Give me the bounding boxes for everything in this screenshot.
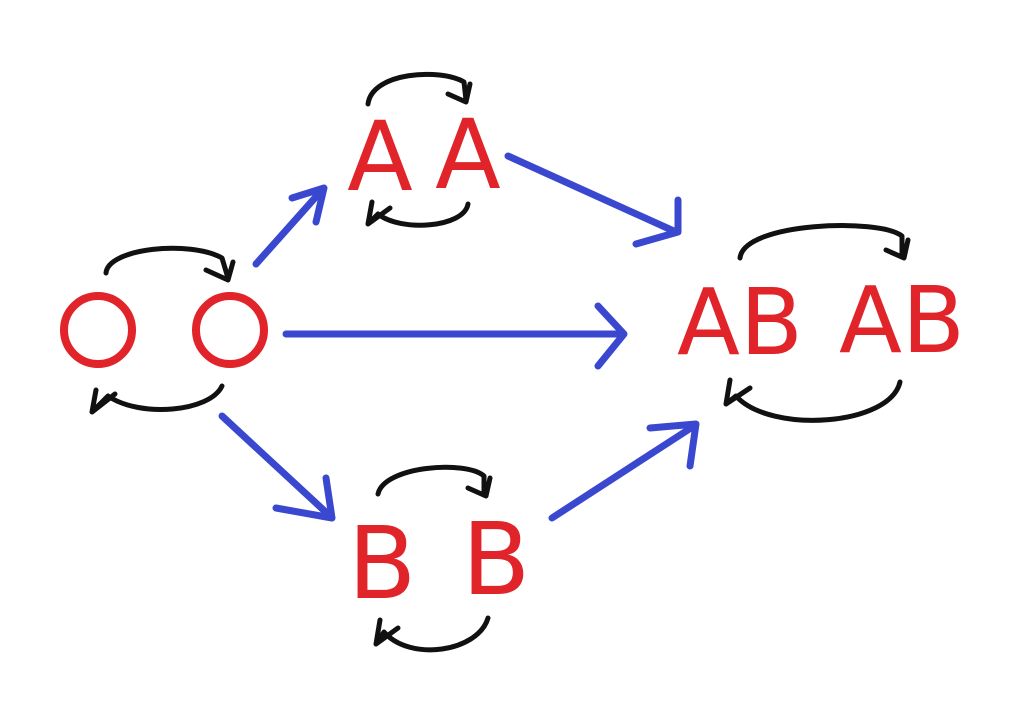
- node-aa-swap-top-arrow: [365, 71, 473, 107]
- node-oo-left-label: O: [98, 329, 99, 331]
- arrow-aa-to-abab: [504, 152, 682, 248]
- node-bb: B B: [348, 464, 531, 653]
- node-abab-right-label: AB: [839, 267, 965, 374]
- node-bb-right-label: B: [462, 501, 531, 618]
- node-oo: O O: [60, 245, 268, 415]
- node-oo-right-glyph: [192, 292, 268, 368]
- node-aa: A A: [347, 71, 501, 228]
- node-aa-swap-bottom-arrow: [365, 199, 471, 228]
- node-bb-swap-bottom-arrow: [373, 615, 491, 653]
- node-abab-swap-top-arrow: [737, 223, 911, 261]
- arrow-oo-to-abab: [282, 302, 628, 370]
- arrow-oo-to-aa: [252, 184, 328, 268]
- node-bb-swap-top-arrow: [375, 464, 493, 499]
- node-oo-right-label: O: [230, 329, 231, 331]
- node-abab: AB AB: [677, 223, 965, 423]
- flow-arrows: [218, 152, 700, 522]
- node-abab-swap-bottom-arrow: [723, 377, 903, 423]
- node-aa-right-label: A: [435, 99, 501, 211]
- arrow-bb-to-abab: [548, 420, 700, 522]
- node-aa-left-label: A: [347, 101, 413, 213]
- node-abab-left-label: AB: [677, 269, 803, 376]
- node-oo-swap-bottom-arrow: [89, 383, 225, 415]
- node-bb-left-label: B: [348, 505, 417, 622]
- arrow-oo-to-bb: [218, 412, 336, 522]
- node-oo-swap-top-arrow: [103, 245, 236, 283]
- node-oo-left-glyph: [60, 292, 136, 368]
